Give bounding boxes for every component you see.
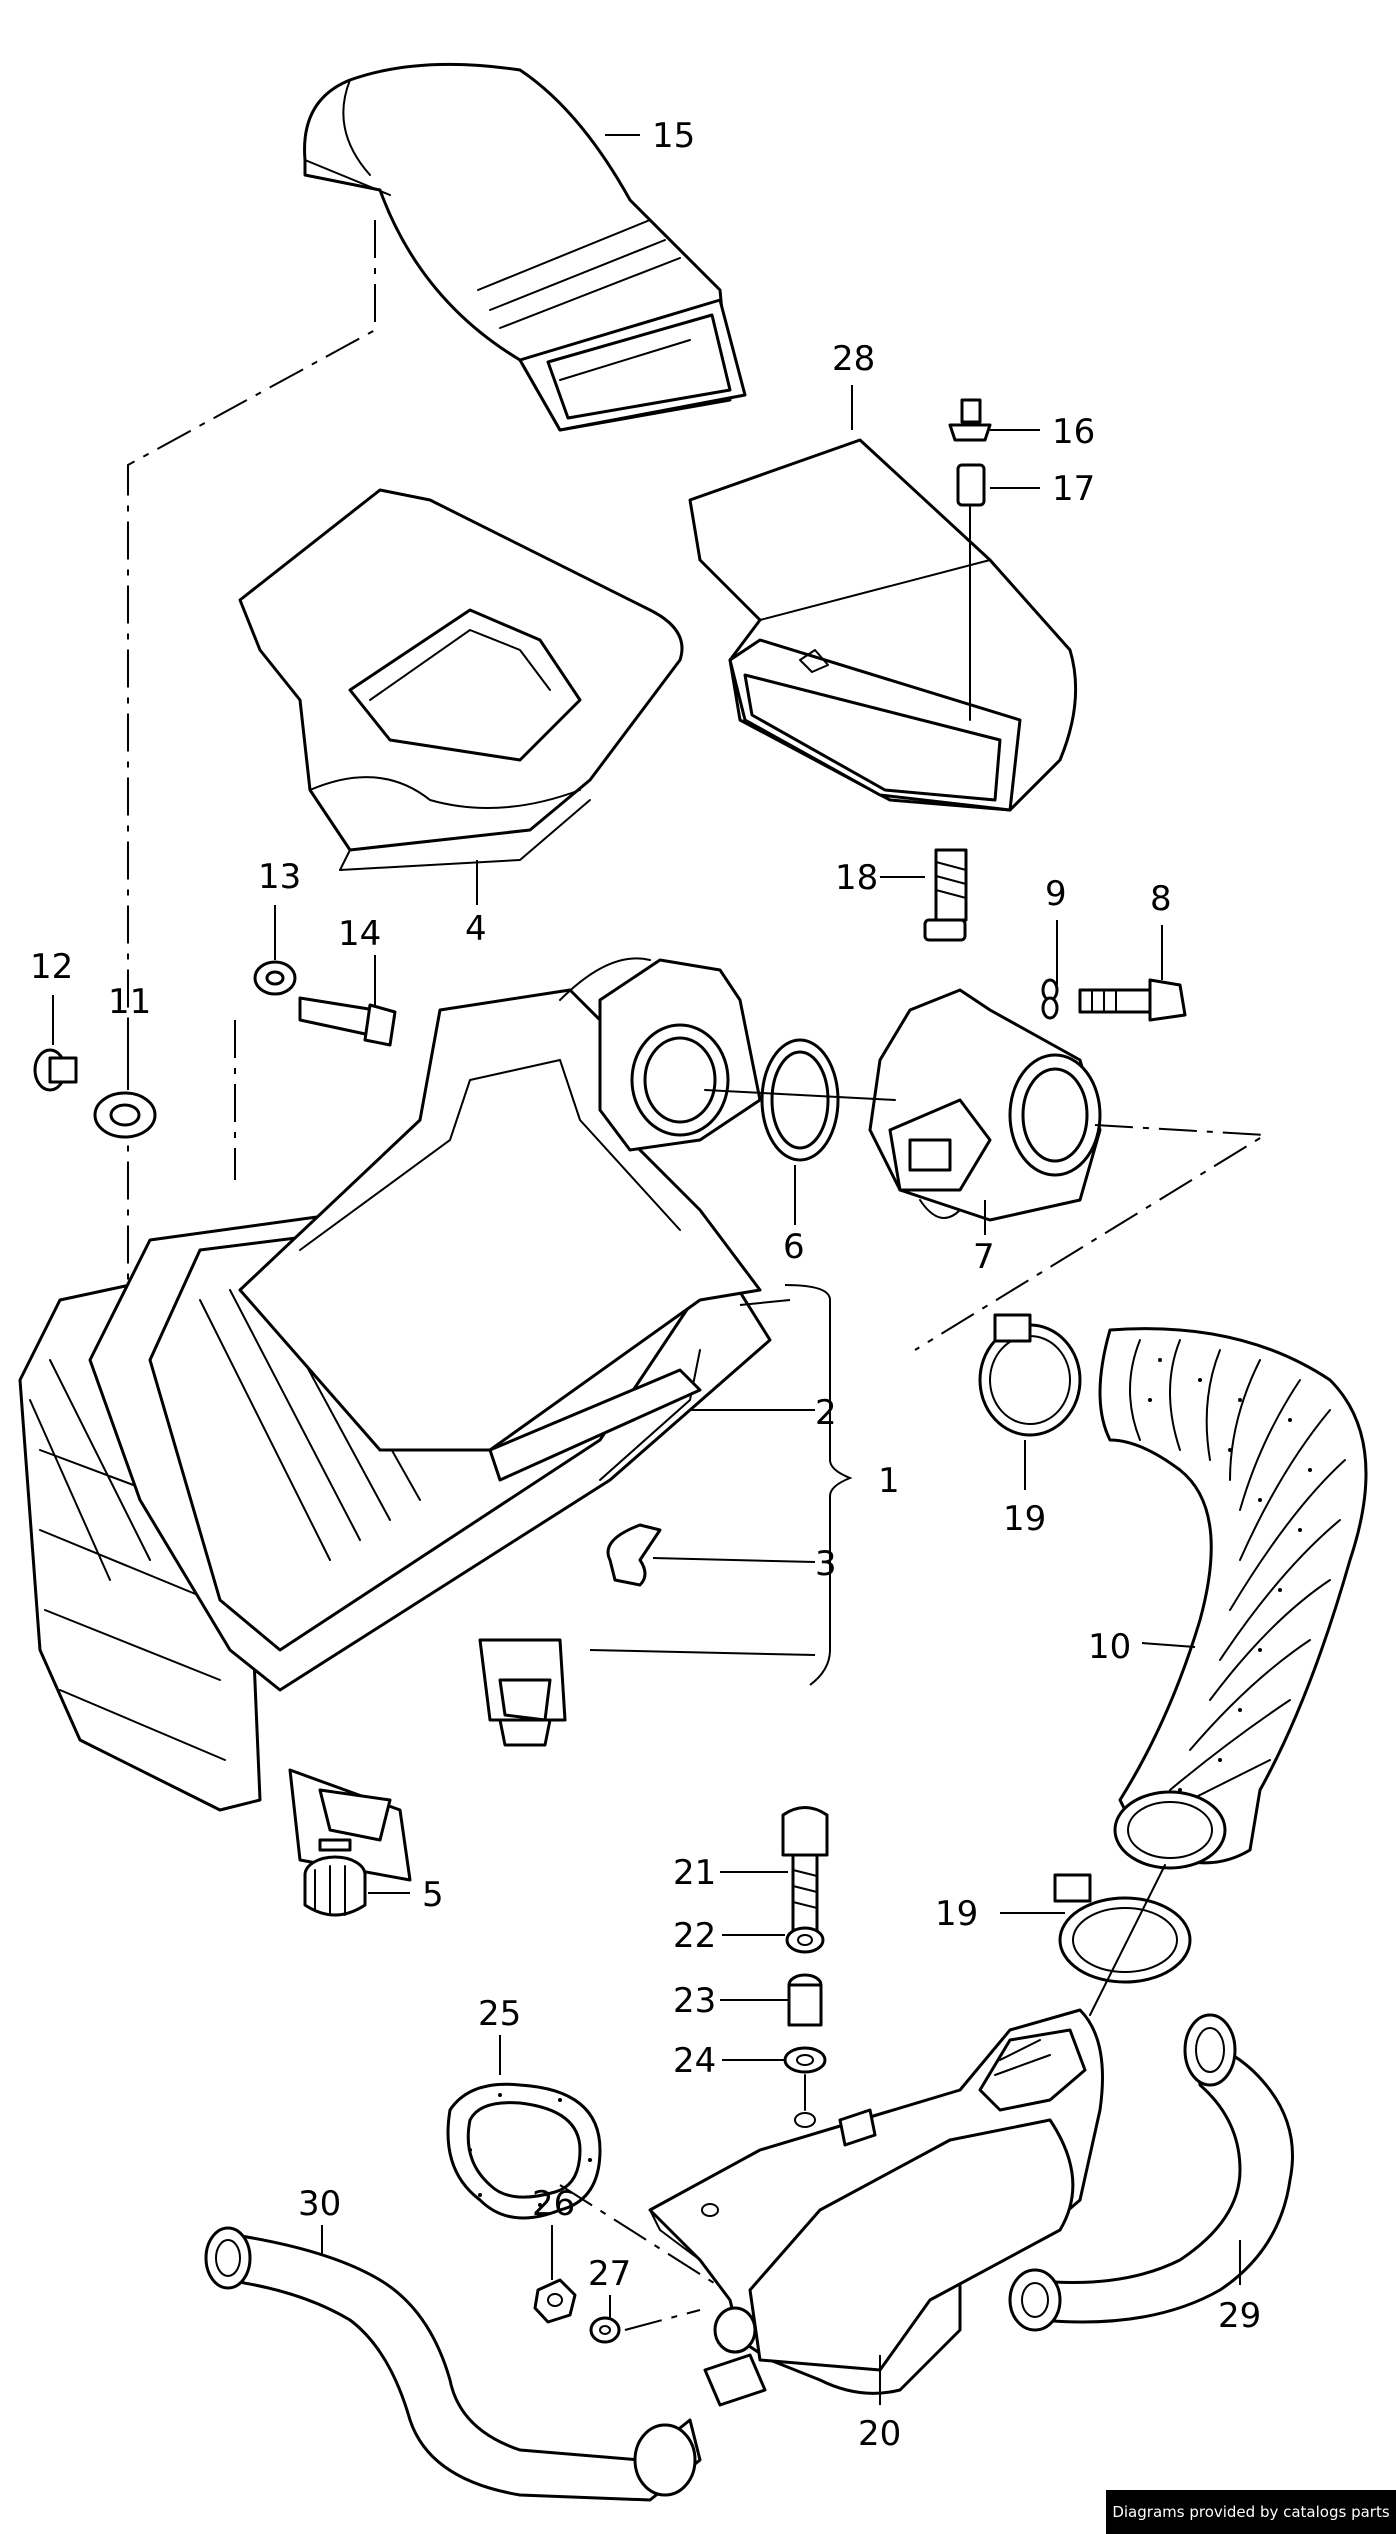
callout-2: 2	[815, 1393, 837, 1433]
part-15-intake-duct	[303, 62, 747, 432]
callout-6: 6	[783, 1227, 805, 1267]
part-30-vent-hose	[204, 2226, 702, 2502]
part-17-grommet	[956, 463, 986, 507]
callout-19-upper: 19	[1003, 1499, 1046, 1539]
callout-9: 9	[1045, 874, 1067, 914]
callout-11: 11	[108, 982, 151, 1022]
part-25-seal	[446, 2082, 602, 2220]
callout-7: 7	[973, 1237, 995, 1277]
callout-27: 27	[588, 2254, 631, 2294]
callout-labels: 15 28 16 17 4 18 13 14 9 8 12 11 6 7 2 1…	[30, 116, 1261, 2454]
part-5-rubber-mount	[303, 1855, 367, 1917]
callout-14: 14	[338, 914, 381, 954]
part-27-washer	[589, 2316, 621, 2344]
callout-16: 16	[1052, 412, 1095, 452]
callout-4: 4	[465, 909, 487, 949]
callout-25: 25	[478, 1994, 521, 2034]
part-19-clamp-lower	[1053, 1873, 1192, 1984]
part-26-nut	[533, 2278, 577, 2324]
part-24-grommet	[783, 2046, 827, 2074]
part-22-washer	[785, 1926, 825, 1954]
callout-29: 29	[1218, 2296, 1261, 2336]
callout-12: 12	[30, 947, 73, 987]
part-8-bolt	[1078, 978, 1187, 1022]
callout-13: 13	[258, 857, 301, 897]
part-9-spring-washer	[1041, 978, 1059, 1020]
leader-lines	[52, 134, 1241, 2405]
part-6-o-ring	[760, 1038, 840, 1162]
line-10-to-20	[1089, 1864, 1166, 2016]
callout-1: 1	[878, 1461, 900, 1501]
part-28-air-duct	[688, 438, 1078, 812]
callout-21: 21	[673, 1853, 716, 1893]
callout-3: 3	[815, 1544, 837, 1584]
part-29-vent-hose	[1008, 2013, 1294, 2332]
callout-30: 30	[298, 2184, 341, 2224]
part-3-clip	[606, 1523, 662, 1587]
part-11-washer	[93, 1091, 157, 1139]
callout-10: 10	[1088, 1627, 1131, 1667]
part-18-screw	[923, 848, 968, 942]
part-13-washer	[253, 960, 297, 996]
part-20-resonator	[648, 2008, 1104, 2407]
callout-26: 26	[532, 2184, 575, 2224]
callout-22: 22	[673, 1916, 716, 1956]
part-14-bolt	[298, 996, 397, 1047]
dash-27-to-20	[624, 2309, 701, 2331]
callout-5: 5	[422, 1875, 444, 1915]
callout-23: 23	[673, 1981, 716, 2021]
part-23-spacer	[787, 1973, 823, 2027]
callout-15: 15	[652, 116, 695, 156]
part-7-air-mass-meter	[868, 988, 1102, 1222]
part-12-rivet	[33, 1048, 78, 1092]
credit-banner: Diagrams provided by catalogs parts	[1106, 2490, 1396, 2534]
part-21-bolt	[781, 1806, 829, 1937]
part-10-corrugated-hose	[1098, 1327, 1368, 1870]
callout-24: 24	[673, 2041, 716, 2081]
callout-28: 28	[832, 339, 875, 379]
callout-19-lower: 19	[935, 1894, 978, 1934]
part-4-air-guide	[238, 488, 684, 871]
callout-17: 17	[1052, 469, 1095, 509]
part-2-filter-element	[488, 1368, 702, 1482]
callout-18: 18	[835, 858, 878, 898]
callout-20: 20	[858, 2414, 901, 2454]
line-7-to-housing	[704, 1089, 896, 1101]
part-1-air-filter-housing	[18, 957, 772, 1882]
part-19-clamp-upper	[978, 1313, 1082, 1437]
dash-15-to-11	[127, 220, 376, 1370]
part-16-clip	[948, 398, 992, 442]
callout-8: 8	[1150, 879, 1172, 919]
